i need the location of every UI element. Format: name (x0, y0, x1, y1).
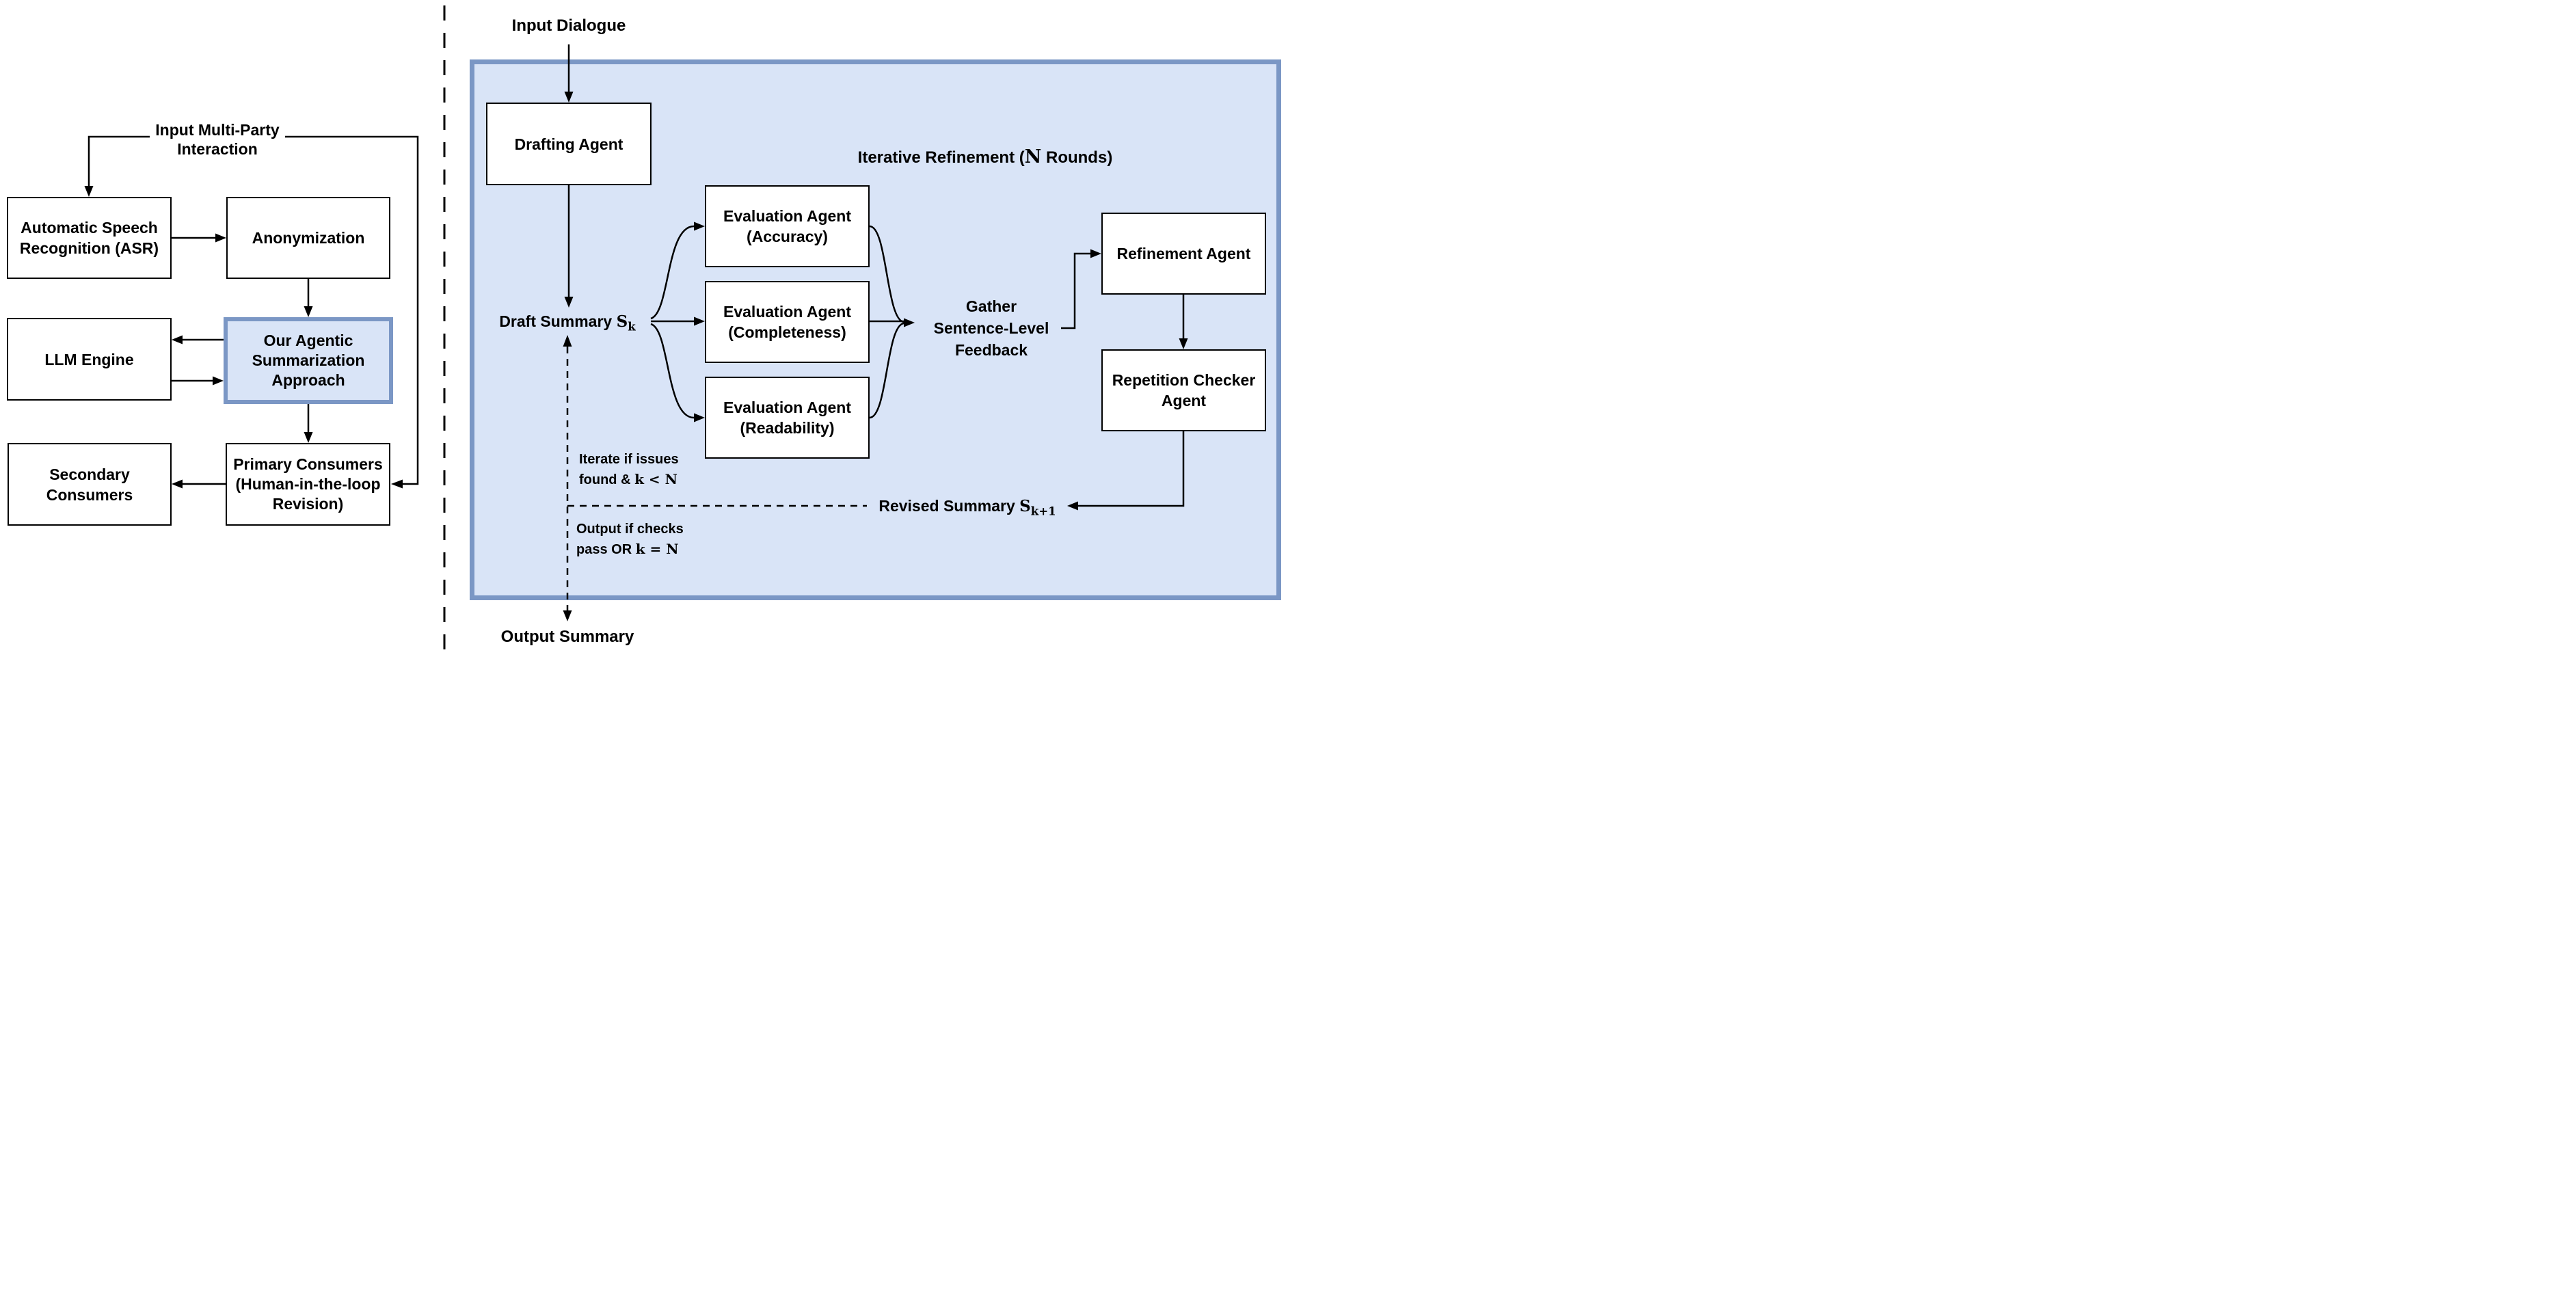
llm-engine-box: LLM Engine (7, 318, 172, 401)
arrowhead-to-draftsummary (564, 297, 574, 308)
secondary-consumers-box: Secondary Consumers (8, 443, 172, 526)
primary-line1: Primary Consumers (233, 455, 383, 473)
evaluation-accuracy-box: Evaluation Agent (Accuracy) (705, 185, 870, 267)
input-multiparty-line1: Input Multi-Party (155, 121, 280, 139)
arrowhead-to-eval-readability (694, 413, 705, 422)
arrowhead-to-secondary (172, 479, 183, 489)
gather-line1: Gather (965, 297, 1017, 315)
arrowhead-to-primary-right (391, 479, 403, 489)
output-note-pre: pass OR (576, 542, 636, 557)
iterate-note-line2: found & k < N (579, 470, 736, 490)
title-post: Rounds) (1041, 148, 1113, 167)
gather-line3: Feedback (954, 341, 1028, 359)
refinement-agent-label: Refinement Agent (1116, 245, 1251, 262)
llm-engine-label: LLM Engine (44, 350, 134, 368)
edge-repetition-to-revised (1078, 431, 1185, 507)
arrowhead-to-anonymization (215, 233, 226, 243)
edge-draft-to-eval-accuracy (650, 225, 695, 320)
connector-layer (84, 5, 1188, 649)
output-note-line2: pass OR k = N (576, 539, 734, 560)
eval-completeness-line1: Evaluation Agent (723, 303, 851, 321)
repetition-line2: Agent (1161, 392, 1207, 409)
arrowhead-to-repetition (1179, 338, 1188, 349)
draft-summary-s-symbol: Sk (616, 312, 636, 334)
revised-summary-text: Revised Summary (878, 497, 1020, 515)
asr-line1: Automatic Speech (21, 219, 158, 237)
arrowhead-to-gather (904, 318, 915, 327)
primary-consumers-box: Primary Consumers (Human-in-the-loop Rev… (226, 443, 390, 526)
output-note-line1: Output if checks (576, 522, 684, 537)
title-n-symbol: N (1024, 146, 1042, 167)
arrowhead-to-asr (84, 186, 94, 197)
eval-completeness-line2: (Completeness) (728, 323, 846, 341)
anonymization-box: Anonymization (226, 197, 390, 279)
title-pre: Iterative Refinement ( (857, 148, 1025, 167)
arrowhead-to-eval-completeness (694, 316, 705, 326)
arrowhead-to-agentic-top (304, 306, 313, 317)
edge-inputlabel-to-asr (88, 135, 150, 192)
gather-line2: Sentence-Level (933, 319, 1049, 337)
arrowhead-to-primary-top (304, 432, 313, 443)
revised-summary-subscript: k+1 (1030, 504, 1056, 518)
output-condition-note: Output if checks pass OR k = N (576, 520, 734, 560)
output-note-math: k = N (635, 541, 679, 557)
arrowhead-dashed-down (563, 610, 572, 621)
revised-summary-s-symbol: Sk+1 (1019, 497, 1056, 518)
primary-line3: Revision) (272, 495, 344, 513)
edge-accuracy-to-gather (869, 225, 904, 323)
iterate-note-pre: found & (579, 472, 635, 487)
iterate-condition-note: Iterate if issues found & k < N (579, 450, 736, 490)
drafting-agent-label: Drafting Agent (514, 135, 623, 153)
agentic-line3: Approach (271, 371, 345, 389)
asr-line2: Recognition (ASR) (19, 239, 159, 257)
input-multiparty-label: Input Multi-Party Interaction (132, 120, 303, 159)
diagram-canvas: Input Multi-Party Interaction Automatic … (0, 0, 1288, 654)
secondary-line1: Secondary (49, 465, 130, 483)
iterate-note-math: k < N (634, 471, 677, 487)
eval-readability-line2: (Readability) (740, 419, 835, 437)
anonymization-label: Anonymization (252, 229, 365, 247)
arrowhead-dashed-up (563, 335, 572, 347)
draft-summary-text: Draft Summary (499, 312, 617, 330)
arrowhead-to-agentic-left (213, 376, 224, 386)
asr-box: Automatic Speech Recognition (ASR) (7, 197, 172, 279)
draft-summary-subscript: k (628, 319, 636, 334)
edge-inputlabel-to-primary (285, 135, 419, 485)
eval-readability-line1: Evaluation Agent (723, 399, 851, 416)
secondary-line2: Consumers (46, 485, 133, 504)
edge-draft-to-eval-readability (650, 323, 695, 419)
evaluation-completeness-box: Evaluation Agent (Completeness) (705, 281, 870, 363)
iterate-note-line1: Iterate if issues (579, 452, 679, 467)
revised-summary-s: S (1019, 497, 1031, 515)
repetition-line1: Repetition Checker (1112, 371, 1256, 389)
edge-gather-to-refinement (1061, 252, 1090, 329)
agentic-line1: Our Agentic (263, 332, 353, 349)
arrowhead-to-drafting (564, 92, 574, 103)
revised-summary-label: Revised Summary Sk+1 (868, 496, 1066, 518)
draft-summary-label: Draft Summary Sk (482, 312, 653, 332)
eval-accuracy-line1: Evaluation Agent (723, 207, 851, 225)
output-summary-label: Output Summary (500, 628, 634, 646)
agentic-line2: Summarization (252, 351, 365, 369)
draft-summary-s: S (616, 312, 628, 331)
input-dialogue-label: Input Dialogue (511, 16, 626, 35)
iterative-refinement-title: Iterative Refinement (N Rounds) (848, 148, 1122, 167)
arrowhead-to-refinement (1090, 249, 1101, 258)
refinement-agent-box: Refinement Agent (1101, 213, 1266, 295)
drafting-agent-box: Drafting Agent (486, 103, 652, 185)
input-multiparty-line2: Interaction (177, 140, 258, 158)
agentic-approach-box: Our Agentic Summarization Approach (224, 317, 393, 404)
arrowhead-to-eval-accuracy (694, 221, 705, 231)
arrowhead-to-revised (1067, 501, 1078, 511)
evaluation-readability-box: Evaluation Agent (Readability) (705, 377, 870, 459)
repetition-checker-box: Repetition Checker Agent (1101, 349, 1266, 431)
edge-readability-to-gather (869, 322, 904, 419)
gather-feedback-label: Gather Sentence-Level Feedback (924, 295, 1058, 361)
arrowhead-to-llm (172, 335, 183, 345)
eval-accuracy-line2: (Accuracy) (747, 228, 828, 245)
primary-line2: (Human-in-the-loop (235, 475, 381, 493)
